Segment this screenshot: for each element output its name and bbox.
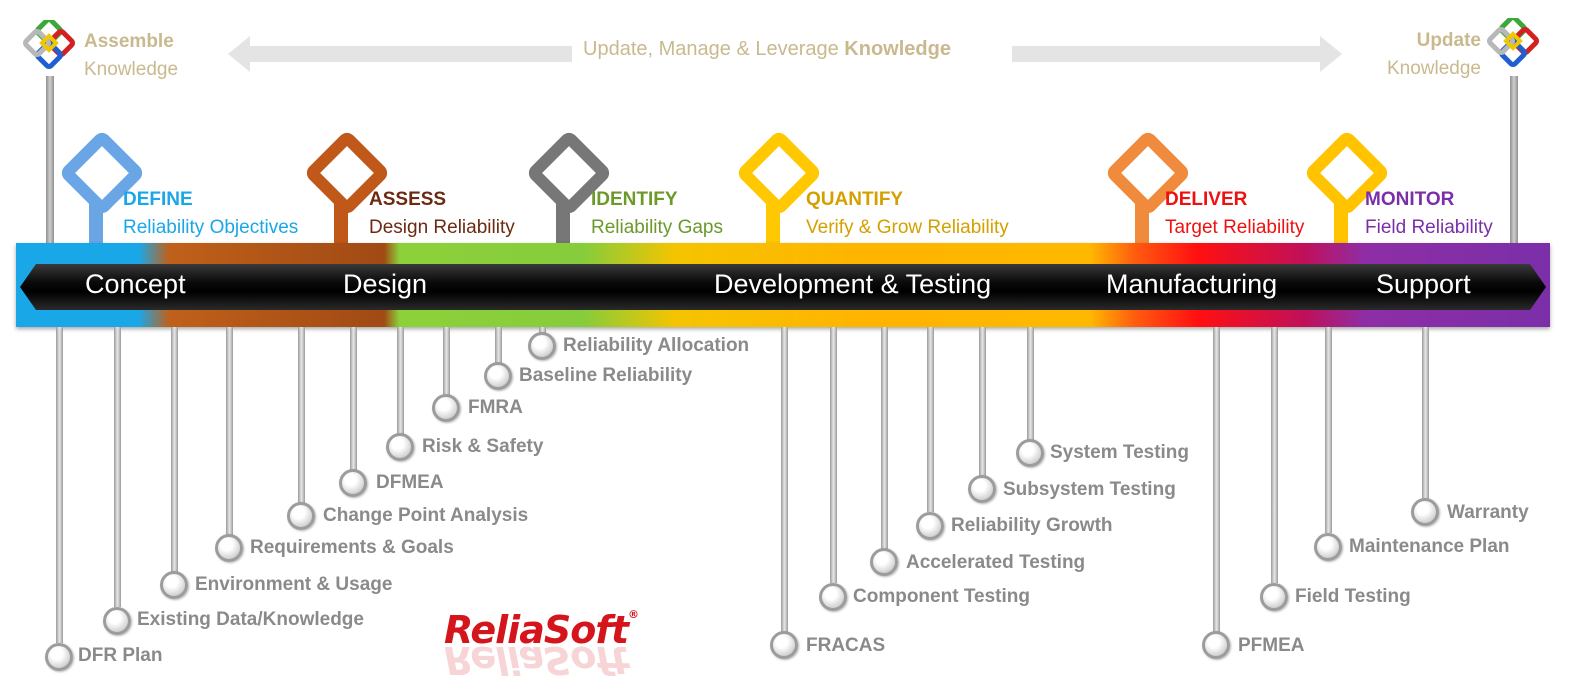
pin-line xyxy=(350,327,357,471)
pin-line xyxy=(927,327,934,512)
assemble-word: Assemble xyxy=(84,31,174,52)
activity-label: Maintenance Plan xyxy=(1349,536,1510,557)
milestone-subtitle: Target Reliability xyxy=(1165,217,1305,238)
pin-icon xyxy=(386,433,414,461)
banner-text: Update, Manage & Leverage xyxy=(583,38,845,60)
pin-icon xyxy=(819,583,847,611)
pin-icon xyxy=(103,607,131,635)
milestone-subtitle: Reliability Gaps xyxy=(591,217,723,238)
arrow-left-icon xyxy=(228,36,572,72)
milestone-title: MONITOR xyxy=(1365,189,1455,210)
milestone-title: IDENTIFY xyxy=(591,189,678,210)
activity-label: Reliability Growth xyxy=(951,515,1113,536)
pin-line xyxy=(171,327,178,572)
milestone-title: ASSESS xyxy=(369,189,447,210)
pin-icon xyxy=(1202,631,1230,659)
assemble-knowledge-label: Assemble Knowledge xyxy=(84,28,178,84)
update-knowledge-word: Knowledge xyxy=(1386,58,1481,79)
pin-icon xyxy=(1260,583,1288,611)
activity-label: Environment & Usage xyxy=(195,574,393,595)
banner-bold-text: Knowledge xyxy=(844,38,951,60)
pin-line xyxy=(114,327,121,607)
activity-label: Accelerated Testing xyxy=(906,552,1086,573)
activity-label: Risk & Safety xyxy=(422,436,544,457)
pin-line xyxy=(298,327,305,504)
pin-line xyxy=(1213,327,1220,633)
pin-line xyxy=(1422,327,1429,499)
pin-icon xyxy=(339,469,367,497)
activity-label: Existing Data/Knowledge xyxy=(137,609,364,630)
phase-bar xyxy=(20,264,1546,310)
milestone-subtitle: Design Reliability xyxy=(369,217,515,238)
update-word: Update xyxy=(1416,30,1481,51)
activity-label: Warranty xyxy=(1447,502,1529,523)
activity-label: DFMEA xyxy=(376,472,444,493)
chain-links-icon xyxy=(23,20,75,69)
arrow-right-icon xyxy=(1012,36,1342,72)
assemble-knowledge-word: Knowledge xyxy=(84,59,179,80)
right-knowledge-pole xyxy=(1510,76,1518,246)
milestone-title: DEFINE xyxy=(123,189,193,210)
left-knowledge-pole xyxy=(46,76,54,246)
pin-icon xyxy=(870,548,898,576)
pin-line xyxy=(881,327,888,549)
activity-label: Reliability Allocation xyxy=(563,335,750,356)
activity-label: Field Testing xyxy=(1295,586,1411,607)
activity-label: PFMEA xyxy=(1238,635,1305,656)
logo-reflection: ReliaSoft xyxy=(444,638,629,682)
activity-label: Subsystem Testing xyxy=(1003,479,1176,500)
knowledge-banner: Update, Manage & Leverage Knowledge xyxy=(583,38,951,61)
pin-line xyxy=(226,327,233,536)
pin-icon xyxy=(528,332,556,360)
activity-label: FMRA xyxy=(468,397,523,418)
phase-design: Design xyxy=(343,269,428,299)
pin-line xyxy=(539,327,546,335)
pin-line xyxy=(830,327,837,583)
pin-line xyxy=(397,327,404,435)
milestone-subtitle: Verify & Grow Reliability xyxy=(806,217,1009,238)
pin-icon xyxy=(432,394,460,422)
pin-line xyxy=(495,327,502,364)
activity-label: System Testing xyxy=(1050,442,1190,463)
pin-icon xyxy=(215,534,243,562)
pin-icon xyxy=(1314,533,1342,561)
milestone-title: DELIVER xyxy=(1165,189,1248,210)
pin-icon xyxy=(45,643,73,671)
pin-line xyxy=(781,327,788,633)
reliasoft-logo: ReliaSoft® ReliaSoft xyxy=(444,608,704,688)
logo-text: ReliaSoft® xyxy=(444,608,639,652)
pin-icon xyxy=(968,475,996,503)
pin-icon xyxy=(160,571,188,599)
pin-icon xyxy=(484,362,512,390)
activity-label: Requirements & Goals xyxy=(250,537,454,558)
phase-manufacturing: Manufacturing xyxy=(1106,269,1278,299)
pin-icon xyxy=(1016,439,1044,467)
pin-icon xyxy=(287,502,315,530)
activity-label: Component Testing xyxy=(853,586,1030,607)
milestone-subtitle: Field Reliability xyxy=(1365,217,1493,238)
pin-line xyxy=(1325,327,1332,533)
pin-icon xyxy=(770,631,798,659)
pin-line xyxy=(56,327,63,643)
phase-development-testing: Development & Testing xyxy=(714,269,992,299)
activity-label: Change Point Analysis xyxy=(323,505,529,526)
phase-support: Support xyxy=(1376,269,1471,299)
activity-label: DFR Plan xyxy=(78,645,163,666)
activity-label: FRACAS xyxy=(806,635,886,656)
chain-links-icon xyxy=(1487,18,1539,67)
update-knowledge-label: Update Knowledge xyxy=(1375,27,1481,83)
pin-line xyxy=(1271,327,1278,583)
pin-icon xyxy=(916,512,944,540)
pin-icon xyxy=(1411,498,1439,526)
pin-line xyxy=(979,327,986,476)
pin-line xyxy=(443,327,450,396)
milestone-title: QUANTIFY xyxy=(806,189,904,210)
pin-line xyxy=(1027,327,1034,440)
activity-label: Baseline Reliability xyxy=(519,365,693,386)
phase-concept: Concept xyxy=(85,269,186,299)
milestone-subtitle: Reliability Objectives xyxy=(123,217,299,238)
